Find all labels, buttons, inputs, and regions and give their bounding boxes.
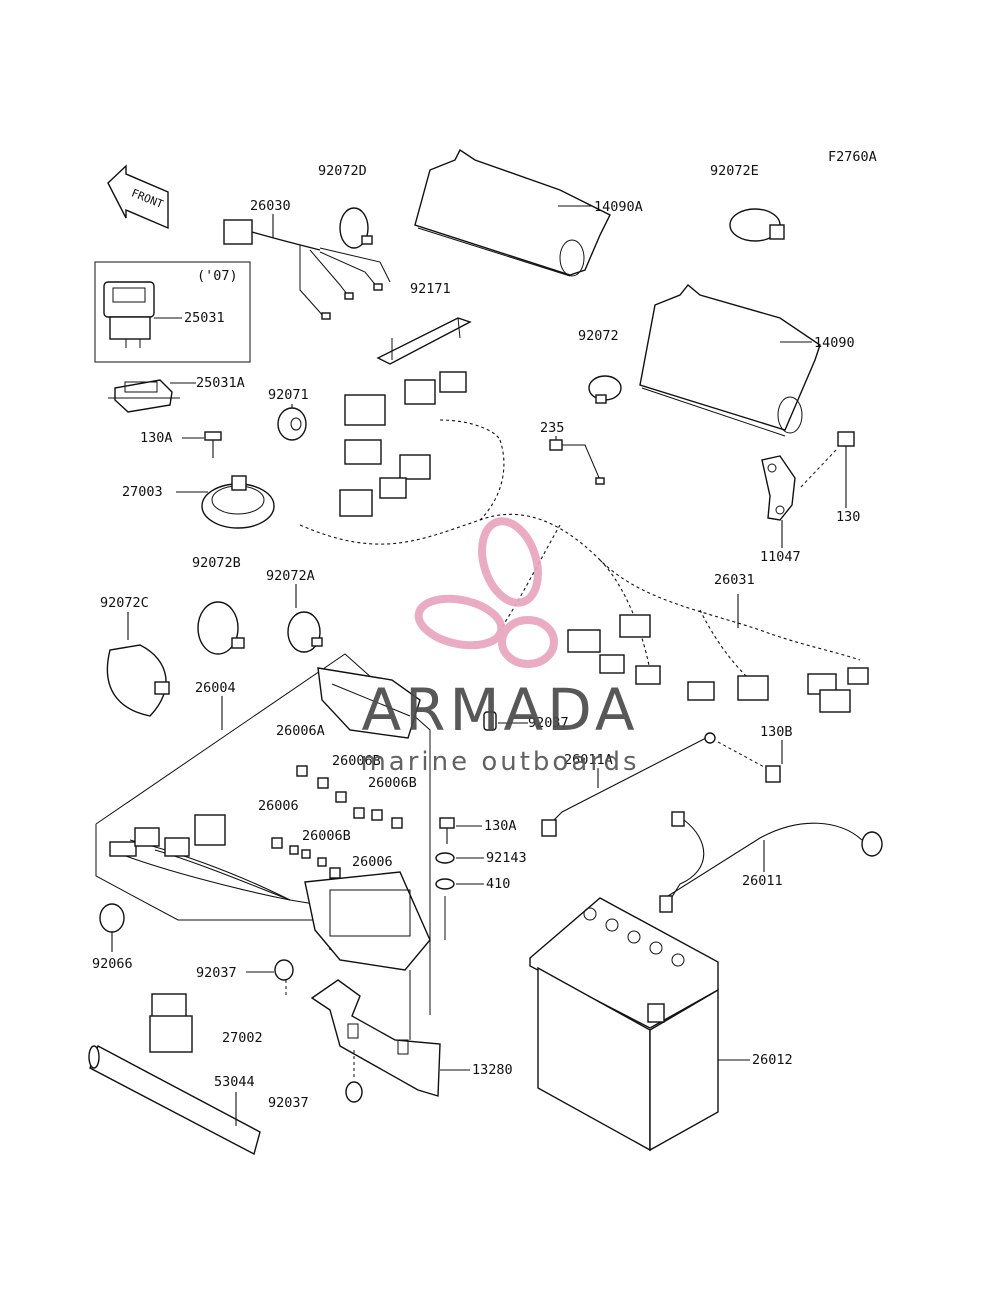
label-25031: 25031	[184, 310, 225, 326]
label-26011: 26011	[742, 873, 783, 889]
label-27002: 27002	[222, 1030, 263, 1046]
part-26004-relay-box	[109, 667, 431, 971]
inset-year: ('07)	[197, 268, 238, 284]
label-92066: 92066	[92, 956, 133, 972]
label-92072d: 92072D	[318, 163, 367, 179]
part-130b-bolt	[717, 740, 783, 783]
part-26012-battery	[529, 897, 750, 1152]
label-130a-top: 130A	[140, 430, 173, 446]
label-26011a: 26011A	[564, 752, 613, 768]
part-130-bolt	[799, 431, 855, 508]
part-26030-harness	[223, 214, 391, 320]
label-26031: 26031	[714, 572, 755, 588]
watermark-tagline: marine outboards	[360, 747, 639, 777]
label-14090a: 14090A	[594, 199, 643, 215]
part-25031	[103, 281, 182, 348]
part-92171-bracket	[376, 317, 472, 365]
label-26004: 26004	[195, 680, 236, 696]
part-27002-relay	[149, 993, 193, 1053]
watermark-brand: ARMADA	[361, 676, 638, 744]
part-130a-screw	[182, 431, 222, 458]
label-92037-mid: 92037	[528, 715, 569, 731]
label-26006a: 26006A	[276, 723, 325, 739]
label-26006b-1: 26006B	[332, 753, 381, 769]
watermark: ARMADA marine outboards	[360, 517, 639, 777]
part-92072a-band	[287, 584, 323, 653]
front-arrow-icon: FRONT	[107, 164, 169, 230]
part-14090a-cover	[414, 148, 611, 277]
diagram-code: F2760A	[828, 149, 877, 165]
label-410: 410	[486, 876, 510, 892]
label-92037-bot: 92037	[268, 1095, 309, 1111]
label-26006-1: 26006	[258, 798, 299, 814]
label-26006b-2: 26006B	[368, 775, 417, 791]
part-26011a-cable	[541, 732, 716, 837]
part-92072d-band	[339, 207, 373, 249]
label-27003: 27003	[122, 484, 163, 500]
part-11047-bracket	[761, 455, 796, 548]
part-26031-main-harness	[299, 371, 869, 713]
label-14090: 14090	[814, 335, 855, 351]
part-92143-collar	[435, 852, 484, 864]
label-11047: 11047	[760, 549, 801, 565]
part-92037-clip-low	[246, 959, 294, 996]
label-92072: 92072	[578, 328, 619, 344]
part-25031a	[108, 379, 196, 413]
label-25031a: 25031A	[196, 375, 245, 391]
part-130a-screw-mid	[439, 817, 482, 844]
label-92072e: 92072E	[710, 163, 759, 179]
label-26030: 26030	[250, 198, 291, 214]
propeller-logo-icon	[414, 517, 558, 668]
label-92171: 92171	[410, 281, 451, 297]
label-26012: 26012	[752, 1052, 793, 1068]
part-235-screw	[549, 436, 605, 485]
label-130a-mid: 130A	[484, 818, 517, 834]
part-27003-horn	[176, 475, 275, 529]
label-92072b: 92072B	[192, 555, 241, 571]
label-92071: 92071	[268, 387, 309, 403]
part-13280-bracket	[310, 970, 470, 1097]
label-92037-low: 92037	[196, 965, 237, 981]
part-92072b-band	[197, 601, 245, 655]
part-26011-cable	[659, 811, 883, 913]
label-26006-2: 26006	[352, 854, 393, 870]
label-92143: 92143	[486, 850, 527, 866]
label-26006b-3: 26006B	[302, 828, 351, 844]
label-130: 130	[836, 509, 860, 525]
inset-box-07	[94, 261, 251, 363]
part-92072e-band	[729, 208, 785, 242]
label-92072c: 92072C	[100, 595, 149, 611]
part-92072-band	[588, 375, 622, 404]
part-92072c-band	[106, 612, 170, 717]
part-14090-cover	[639, 284, 821, 437]
part-53044-tube	[88, 1045, 261, 1156]
part-410-washer	[435, 878, 484, 940]
fuses-group	[271, 765, 403, 879]
label-92072a: 92072A	[266, 568, 315, 584]
part-92066-grommet	[99, 903, 125, 952]
label-53044: 53044	[214, 1074, 255, 1090]
label-13280: 13280	[472, 1062, 513, 1078]
label-130b: 130B	[760, 724, 793, 740]
part-92037-clip-bot	[345, 1050, 363, 1103]
part-92037-clip-mid	[483, 711, 528, 731]
part-92071-grommet	[277, 404, 307, 441]
label-235: 235	[540, 420, 564, 436]
